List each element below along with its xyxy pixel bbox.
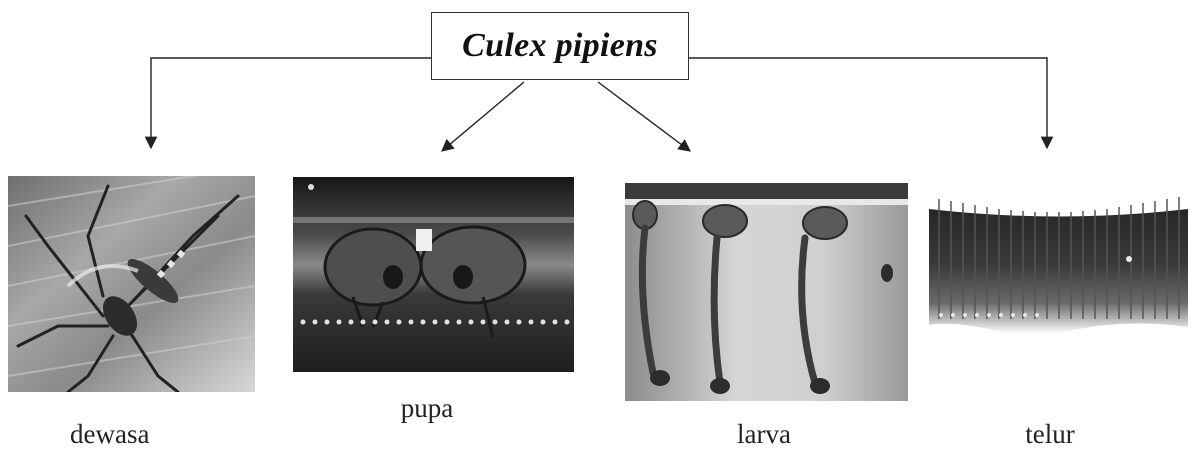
arrow-to-larva [598, 82, 690, 151]
stage-label-egg: telur [990, 419, 1110, 450]
egg-raft-photo [929, 179, 1188, 340]
arrow-to-adult [151, 58, 431, 148]
larva-photo [625, 183, 908, 401]
root-label: Culex pipiens [462, 27, 658, 65]
root-node: Culex pipiens [431, 12, 689, 80]
arrow-to-pupa [442, 82, 524, 151]
arrow-to-egg [689, 58, 1047, 148]
stage-label-larva: larva [704, 419, 824, 450]
stage-label-pupa: pupa [367, 393, 487, 424]
stage-label-adult: dewasa [60, 419, 250, 450]
adult-mosquito-photo [8, 176, 255, 392]
pupa-photo [293, 177, 574, 372]
